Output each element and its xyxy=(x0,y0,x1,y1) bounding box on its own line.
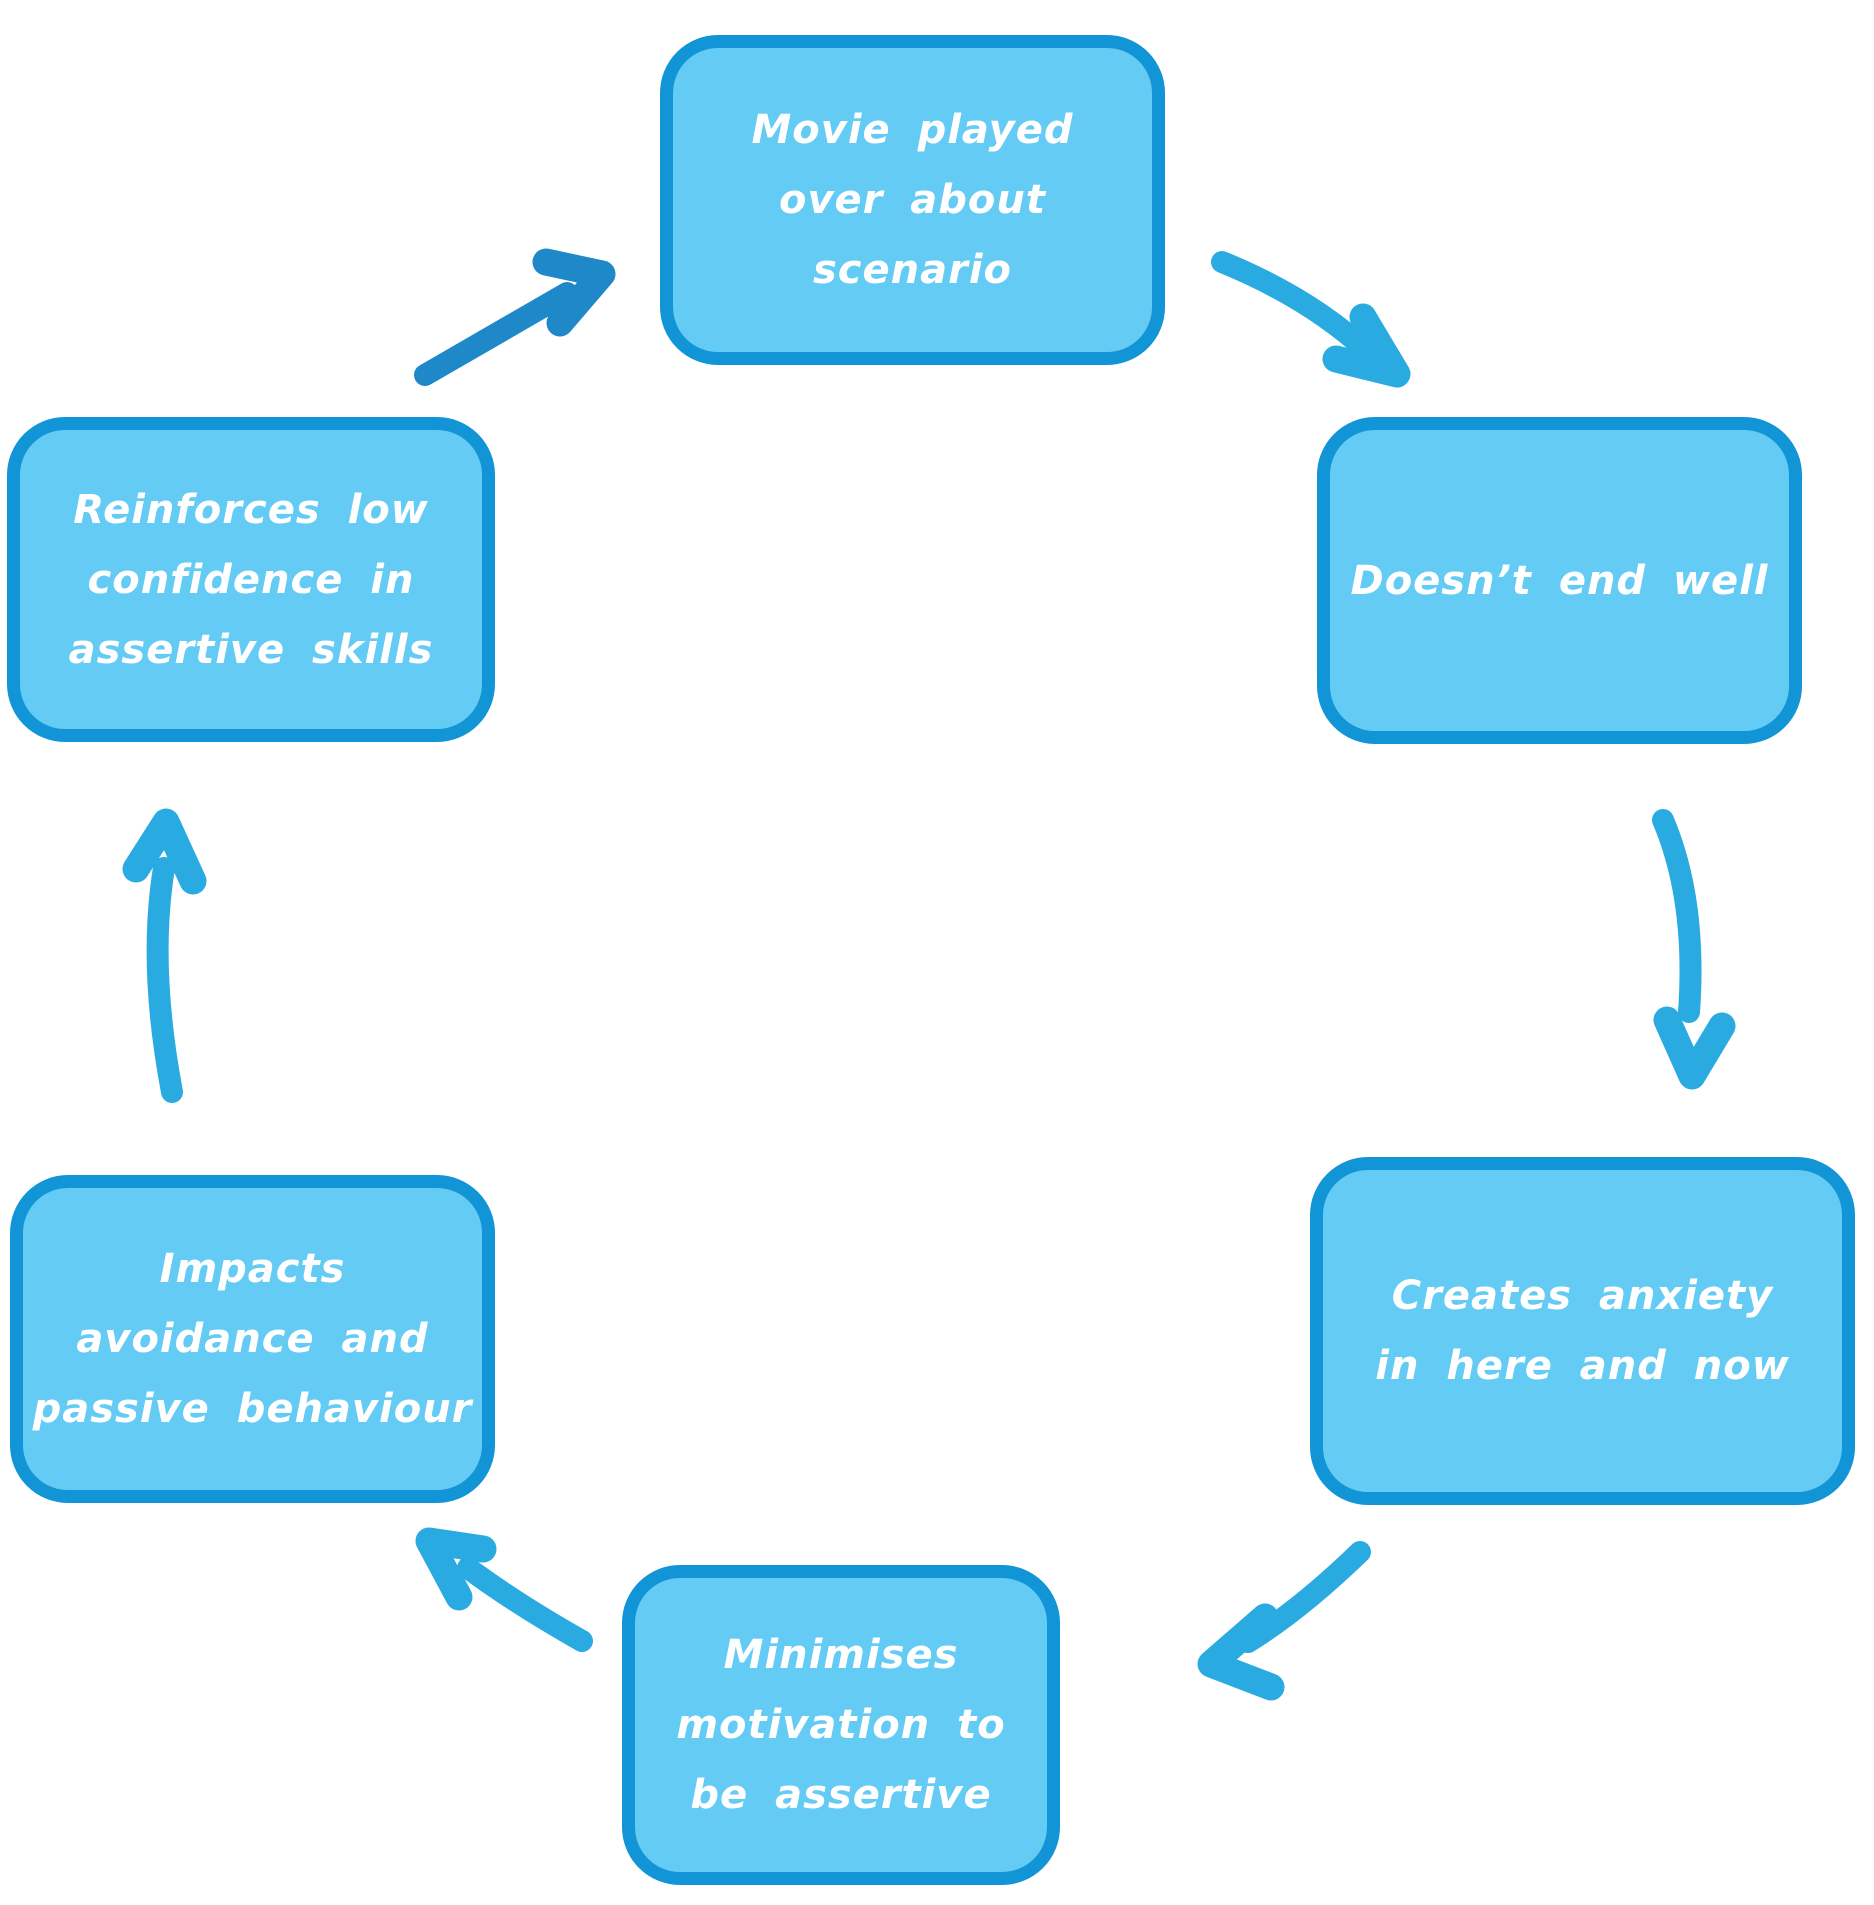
arrow-movie-to-doesnt xyxy=(1211,251,1411,388)
node-text-line: confidence in xyxy=(87,556,415,603)
node-text-line: avoidance and xyxy=(76,1316,429,1362)
node-text-line: Minimises xyxy=(723,1632,959,1678)
arrow-reinforces-to-movie xyxy=(414,248,616,386)
arrow-doesnt-to-creates xyxy=(1652,809,1736,1090)
node-text-line: passive behaviour xyxy=(32,1386,473,1432)
node-text-line: Movie played xyxy=(751,107,1074,153)
node-impacts-avoidance: Impacts avoidance and passive behaviour xyxy=(10,1175,495,1503)
node-movie-played: Movie played over about scenario xyxy=(660,35,1165,365)
node-text-line: over about xyxy=(778,177,1047,223)
arrow-minimises-to-impacts xyxy=(415,1527,593,1652)
node-text-line: Reinforces low xyxy=(73,486,429,533)
node-text-line: Creates anxiety xyxy=(1391,1273,1774,1319)
node-minimises-motivation: Minimises motivation to be assertive xyxy=(622,1565,1060,1885)
node-text-line: in here and now xyxy=(1375,1343,1790,1389)
arrow-impacts-to-reinforces xyxy=(122,808,207,1103)
node-doesnt-end-well: Doesn’t end well xyxy=(1317,417,1802,744)
node-text-line: motivation to xyxy=(676,1702,1006,1748)
node-creates-anxiety: Creates anxiety in here and now xyxy=(1310,1157,1855,1505)
node-text-line: be assertive xyxy=(690,1772,992,1818)
arrow-creates-to-minimises xyxy=(1197,1541,1371,1701)
node-text-line: Doesn’t end well xyxy=(1350,557,1769,604)
node-text-line: scenario xyxy=(812,247,1013,293)
node-text-line: assertive skills xyxy=(68,626,434,673)
node-reinforces-low-confidence: Reinforces low confidence in assertive s… xyxy=(7,417,495,742)
node-text-line: Impacts xyxy=(159,1246,346,1292)
